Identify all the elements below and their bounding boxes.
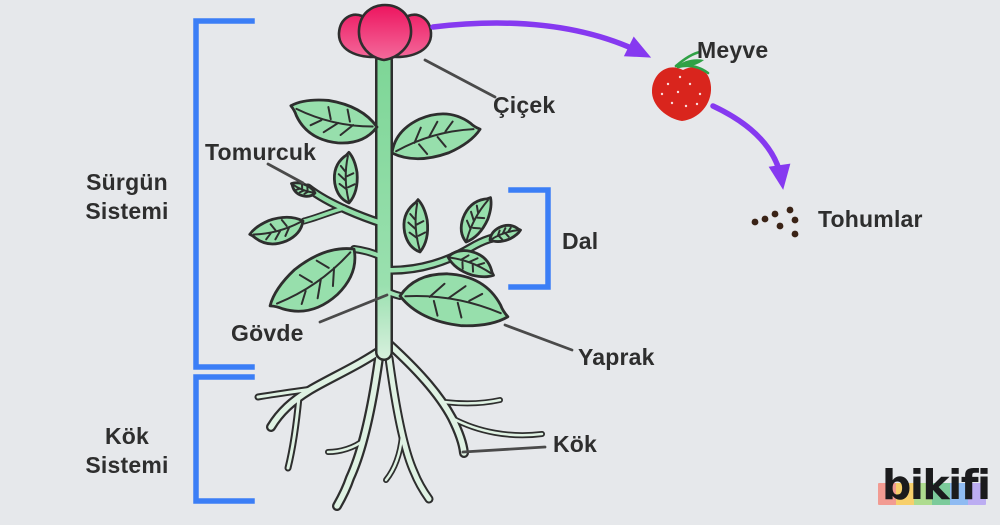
label-meyve: Meyve	[697, 37, 769, 63]
flower	[337, 3, 433, 62]
label-tomurcuk: Tomurcuk	[205, 139, 317, 165]
label-yaprak: Yaprak	[578, 344, 655, 370]
label-dal: Dal	[562, 228, 599, 254]
bracket-dal	[508, 187, 551, 290]
label-kok-sistemi: Kök Sistemi	[85, 423, 169, 478]
arrow-fruit-to-seeds	[710, 103, 791, 190]
bracket-kok-sistemi	[193, 374, 255, 504]
bracket-surgun-sistemi	[193, 18, 255, 370]
pointer-tomurcuk	[266, 162, 305, 185]
pointer-cicek	[423, 58, 497, 99]
label-tohumlar: Tohumlar	[818, 206, 923, 232]
pointer-lines	[266, 58, 574, 454]
seeds-icon	[751, 206, 799, 238]
label-kok: Kök	[553, 431, 598, 457]
logo-text: bikifi	[882, 461, 991, 509]
bikifi-logo: bikifi	[876, 462, 991, 510]
pointer-yaprak	[503, 323, 574, 352]
pointer-kok	[461, 445, 547, 454]
pointer-govde	[318, 293, 389, 324]
logo-color-band	[878, 483, 986, 505]
label-govde: Gövde	[231, 320, 304, 346]
arrow-flower-to-fruit	[430, 20, 652, 58]
label-cicek: Çiçek	[493, 92, 556, 118]
label-surgun-sistemi: Sürgün Sistemi	[85, 169, 169, 224]
strawberry-icon	[651, 50, 712, 121]
